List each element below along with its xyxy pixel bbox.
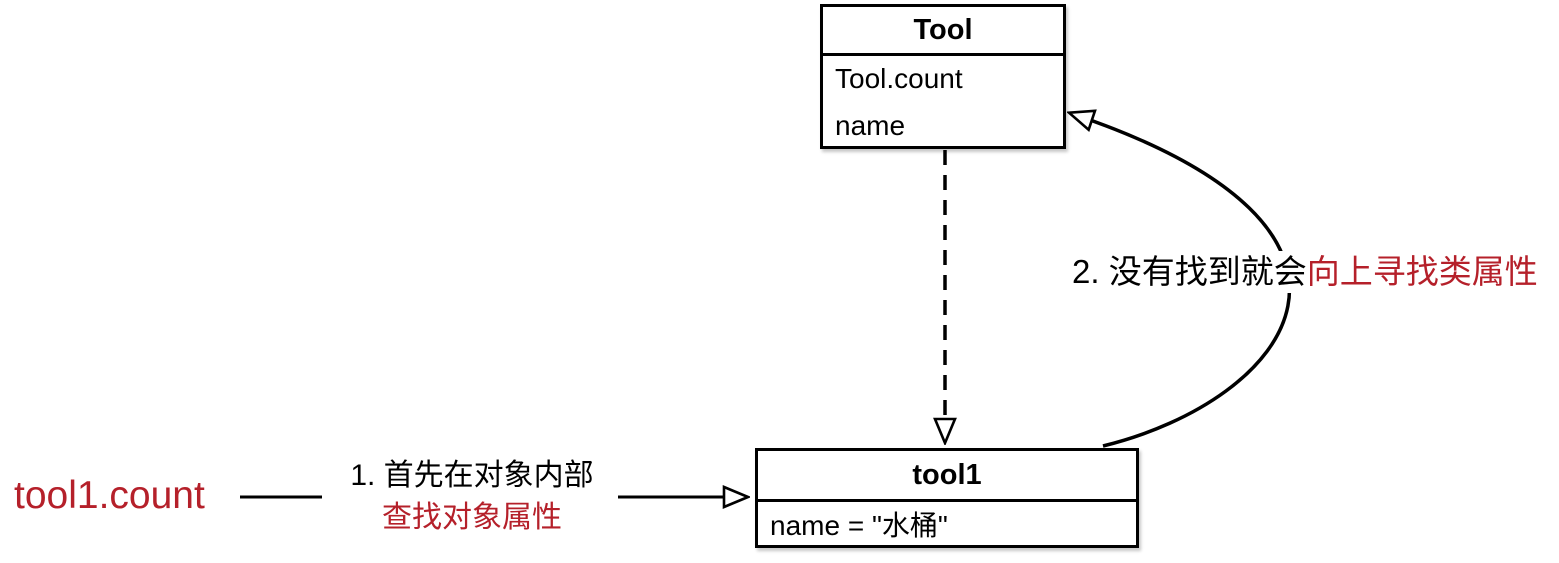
step1-annotation: 1. 首先在对象内部 查找对象属性 <box>326 455 618 539</box>
step2-annotation-highlight: 向上寻找类属性 <box>1306 253 1538 290</box>
instance-attribute-row: name = "水桶" <box>770 509 948 541</box>
step2-annotation-normal: 2. 没有找到就会 <box>1072 253 1307 290</box>
class-box-title: Tool <box>823 7 1063 56</box>
instance-box-title: tool1 <box>758 451 1136 502</box>
instance-box: tool1 name = "水桶" <box>755 448 1139 548</box>
class-attribute-row: name <box>835 109 906 141</box>
class-lookup-curve-arrow <box>1070 113 1292 448</box>
step2-annotation: 2. 没有找到就会向上寻找类属性 <box>1070 251 1540 293</box>
step1-annotation-normal: 1. 首先在对象内部 <box>350 459 594 492</box>
class-box: Tool Tool.count name <box>820 4 1066 149</box>
step1-annotation-highlight: 查找对象属性 <box>382 501 562 534</box>
class-attribute-row: Tool.count <box>835 63 963 95</box>
expression-label: tool1.count <box>14 474 205 517</box>
